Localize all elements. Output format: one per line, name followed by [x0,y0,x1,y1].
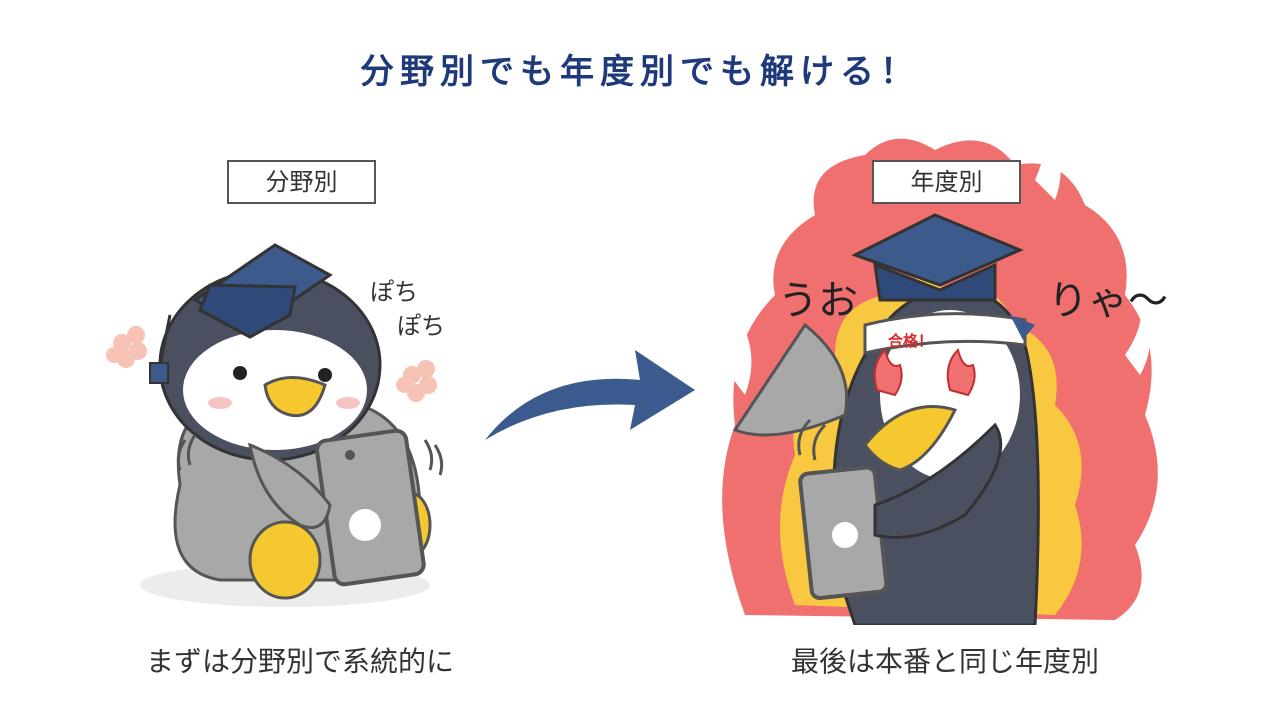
shout-right: りゃ〜 [1048,278,1168,324]
fired-up-penguin-illustration [722,130,1158,625]
sound-effect-pochi-2: ぽち [397,312,445,340]
arrow-right-icon [485,350,695,440]
caption-by-year: 最後は本番と同じ年度別 [790,645,1099,678]
shout-left: うお [778,278,858,324]
category-label-by-year: 年度別 [872,160,1021,204]
sound-effect-pochi-1: ぽち [370,278,418,306]
page-title: 分野別でも年度別でも解ける！ [360,52,920,92]
headband-text: 合格！ [888,332,934,350]
caption-by-field: まずは分野別で系統的に [145,645,454,678]
category-label-by-field: 分野別 [227,160,376,204]
studying-penguin-illustration [106,243,444,607]
